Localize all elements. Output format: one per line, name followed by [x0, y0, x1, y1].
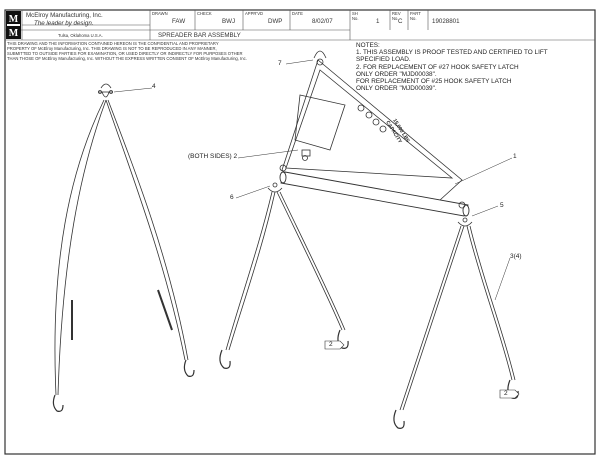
notes-heading: NOTES: — [356, 42, 380, 49]
callout-1: 1 — [513, 153, 517, 160]
left-sling-assembly — [52, 83, 195, 412]
notes-line-1: 1. THIS ASSEMBLY IS PROOF TESTED AND CER… — [356, 49, 548, 57]
notes-line-2: SPECIFIED LOAD. — [356, 56, 411, 64]
approved-value: DWP — [268, 18, 283, 25]
svg-text:M: M — [9, 14, 19, 25]
sheet-label: SH No. — [352, 11, 359, 21]
notes-block: NOTES: 1. THIS ASSEMBLY IS PROOF TESTED … — [356, 42, 548, 92]
notes-line-3: 2. FOR REPLACEMENT OF #27 HOOK SAFETY LA… — [356, 63, 519, 71]
part-label: PART No. — [410, 11, 421, 21]
check-label: CHECK — [197, 11, 212, 16]
svg-text:M: M — [9, 28, 19, 39]
callout-7: 7 — [278, 60, 282, 67]
company-location: Tulsa, Oklahoma U.S.A. — [58, 33, 103, 38]
proprietary-line-3: SUBMITTED TO OUTSIDE PARTIES FOR EXAMINA… — [7, 51, 243, 56]
rev-label: REV No. — [392, 11, 401, 21]
callout-leaders — [113, 59, 513, 301]
date-label: DATE — [292, 11, 303, 16]
callout-6: 6 — [230, 194, 234, 201]
title-block — [5, 10, 595, 41]
company-name: McElroy Manufacturing, Inc. — [26, 12, 103, 19]
tag-2-right: 2 — [504, 390, 508, 397]
rev-value: C — [398, 18, 403, 25]
tag-boxes — [324, 340, 520, 399]
right-end-slings — [393, 201, 519, 429]
proprietary-line-2: PROPERTY OF McElroy Manufacturing, Inc. … — [7, 46, 217, 51]
spreader-bar-tube — [279, 171, 470, 217]
sheet-border — [4, 9, 596, 455]
notes-line-4: ONLY ORDER "MJD00038". — [356, 70, 437, 78]
company-tagline: The leader by design. — [34, 20, 94, 27]
tag-2-left: 2 — [329, 341, 333, 348]
notes-line-5: FOR REPLACEMENT OF #25 HOOK SAFETY LATCH — [356, 78, 512, 86]
proprietary-line-1: THIS DRAWING AND THE INFORMATION CONTAIN… — [7, 41, 219, 46]
left-end-slings — [219, 164, 349, 369]
callout-5: 5 — [500, 202, 504, 209]
approved-label: APPR'VD — [245, 11, 264, 16]
mmi-logo: M M — [6, 11, 21, 39]
callout-4: 4 — [152, 83, 156, 90]
callout-2: (BOTH SIDES) 2 — [188, 153, 238, 160]
date-value: 8/02/07 — [312, 18, 333, 25]
check-value: BWJ — [222, 18, 236, 25]
drawn-value: FAW — [172, 18, 186, 25]
sheet-value: 1 — [376, 18, 380, 25]
callout-3: 3(4) — [510, 253, 522, 260]
notes-line-6: ONLY ORDER "MJD00039". — [356, 85, 437, 93]
drawn-label: DRAWN — [152, 11, 168, 16]
proprietary-line-4: THAN THOSE OF McElroy Manufacturing, Inc… — [7, 56, 247, 61]
part-value: 19028801 — [432, 18, 460, 25]
capacity-plate: 15,000 LBS CAPACITY — [384, 118, 411, 145]
drawing-description: SPREADER BAR ASSEMBLY — [158, 32, 241, 39]
